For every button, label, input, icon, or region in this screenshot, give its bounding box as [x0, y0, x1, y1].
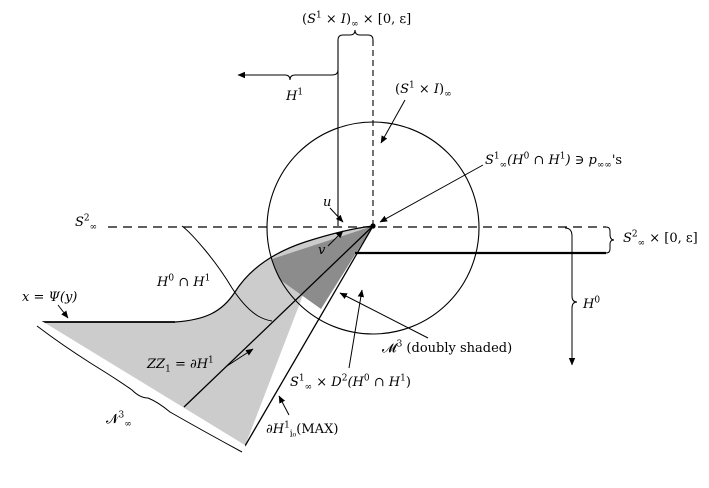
arrow-v — [327, 230, 344, 247]
label-s2-left: S2∞ — [75, 213, 98, 233]
arrow-s1-d2 — [348, 289, 365, 369]
arrow-dh1 — [278, 395, 290, 416]
base-point — [370, 223, 376, 229]
dh1-line — [244, 225, 374, 447]
top-brace — [337, 29, 374, 41]
label-h0-cap-h1: H0 ∩ H1 — [157, 273, 211, 290]
arrow-m3 — [339, 292, 429, 339]
label-bundle-top: (S1 × I)∞ × [0, ε] — [302, 10, 412, 30]
label-zz1: ZZ1 = ∂H1 — [147, 355, 214, 375]
label-h1: H1 — [286, 87, 304, 104]
arrow-x-psi — [57, 304, 69, 319]
label-h0: H0 — [583, 295, 601, 312]
h0-brace — [564, 227, 578, 325]
label-s1-times-i: (S1 × I)∞ — [395, 80, 452, 100]
label-u: u — [323, 195, 332, 210]
label-dh1: ∂H1i₀(MAX) — [266, 420, 339, 440]
wedge-lower-edge — [41, 321, 246, 447]
arrow-u — [329, 207, 344, 223]
label-m3: 𝓜3 (doubly shaded) — [382, 339, 513, 356]
arrow-s1-intersection — [379, 164, 484, 223]
h0h1-brace — [181, 225, 273, 322]
arrow-zz1 — [226, 348, 254, 367]
label-x-psi: x = Ψ(y) — [22, 290, 78, 305]
h1-brace — [276, 69, 339, 81]
label-s1-d2: S1∞ × D2(H0 ∩ H1) — [290, 373, 411, 393]
label-v: v — [318, 243, 326, 258]
n3-brace — [36, 325, 243, 453]
label-s1-intersection: S1∞(H0 ∩ H1) ∋ p∞∞'s — [485, 151, 623, 171]
zz1-line — [183, 225, 374, 408]
label-n3: 𝓝3∞ — [106, 410, 132, 430]
arrow-s1xi — [380, 99, 406, 144]
doubly-shaded-region — [272, 226, 373, 309]
label-s2-right: S2∞ × [0, ε] — [623, 229, 698, 249]
right-brace-s2 — [605, 226, 615, 254]
